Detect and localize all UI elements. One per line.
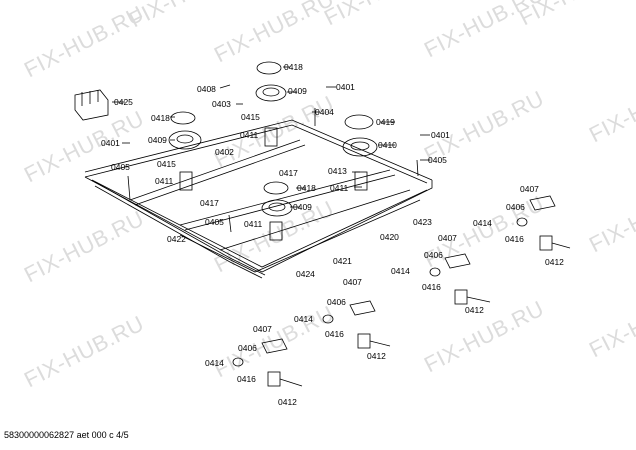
part-label: 0416 xyxy=(505,234,524,244)
part-label: 0412 xyxy=(465,305,484,315)
part-label: 0411 xyxy=(244,219,263,229)
part-label: 0416 xyxy=(325,329,344,339)
burner-cap xyxy=(344,114,374,130)
part-label: 0415 xyxy=(241,112,260,122)
part-label: 0421 xyxy=(333,256,352,266)
part-label: 0411 xyxy=(155,176,174,186)
part-label: 0406 xyxy=(424,250,443,260)
part-label: 0406 xyxy=(506,202,525,212)
terminal-block xyxy=(74,89,109,121)
part-label: 0414 xyxy=(473,218,492,228)
part-label: 0419 xyxy=(376,117,395,127)
part-label: 0418 xyxy=(284,62,303,72)
part-label: 0401 xyxy=(431,130,450,140)
part-label: 0407 xyxy=(520,184,539,194)
part-label: 0404 xyxy=(315,107,334,117)
part-label: 0425 xyxy=(114,97,133,107)
burner-support xyxy=(269,221,283,241)
part-label: 0411 xyxy=(330,183,349,193)
part-label: 0410 xyxy=(378,140,397,150)
part-label: 0407 xyxy=(253,324,272,334)
part-label: 0412 xyxy=(278,397,297,407)
part-label: 0417 xyxy=(200,198,219,208)
part-label: 0414 xyxy=(391,266,410,276)
thermocouple xyxy=(228,214,232,233)
gas-valve xyxy=(322,300,391,349)
burner-support xyxy=(264,127,278,147)
part-label: 0412 xyxy=(545,257,564,267)
burner-cap xyxy=(170,111,196,125)
part-label: 0403 xyxy=(212,99,231,109)
part-label: 0420 xyxy=(380,232,399,242)
burner-cap xyxy=(263,181,289,195)
part-label: 0414 xyxy=(294,314,313,324)
part-label: 0424 xyxy=(296,269,315,279)
part-label: 0417 xyxy=(279,168,298,178)
part-label: 0411 xyxy=(240,130,259,140)
part-label: 0412 xyxy=(367,351,386,361)
part-label: 0402 xyxy=(215,147,234,157)
part-label: 0406 xyxy=(327,297,346,307)
diagram-reference: 58300000062827 aet 000 c 4/5 xyxy=(4,430,129,440)
frame-bottom-rail xyxy=(84,176,433,273)
part-label: 0401 xyxy=(101,138,120,148)
part-label: 0406 xyxy=(238,343,257,353)
part-label: 0409 xyxy=(293,202,312,212)
burner-cap xyxy=(256,61,282,75)
burner-head xyxy=(342,137,378,157)
part-label: 0418 xyxy=(297,183,316,193)
part-label: 0407 xyxy=(343,277,362,287)
part-label: 0409 xyxy=(148,135,167,145)
burner-head xyxy=(168,130,202,150)
frame-top-rail xyxy=(84,119,433,181)
part-label: 0416 xyxy=(422,282,441,292)
part-label: 0422 xyxy=(167,234,186,244)
gas-valve xyxy=(429,253,491,305)
part-label: 0413 xyxy=(328,166,347,176)
part-label: 0409 xyxy=(288,86,307,96)
part-label: 0401 xyxy=(336,82,355,92)
gas-valve xyxy=(232,338,303,387)
thermocouple xyxy=(127,175,131,201)
burner-head xyxy=(261,199,293,217)
part-label: 0423 xyxy=(413,217,432,227)
part-label: 0418 xyxy=(151,113,170,123)
burner-head xyxy=(255,84,287,102)
gas-pipe xyxy=(94,181,266,276)
front-rail xyxy=(179,199,421,273)
part-label: 0415 xyxy=(157,159,176,169)
part-label: 0405 xyxy=(205,217,224,227)
part-label: 0414 xyxy=(205,358,224,368)
part-label: 0407 xyxy=(438,233,457,243)
part-label: 0416 xyxy=(237,374,256,384)
burner-support xyxy=(179,171,193,191)
part-label: 0405 xyxy=(428,155,447,165)
gas-valve xyxy=(516,195,571,251)
part-label: 0405 xyxy=(111,162,130,172)
thermocouple xyxy=(416,159,419,177)
part-label: 0408 xyxy=(197,84,216,94)
burner-support xyxy=(354,171,368,191)
